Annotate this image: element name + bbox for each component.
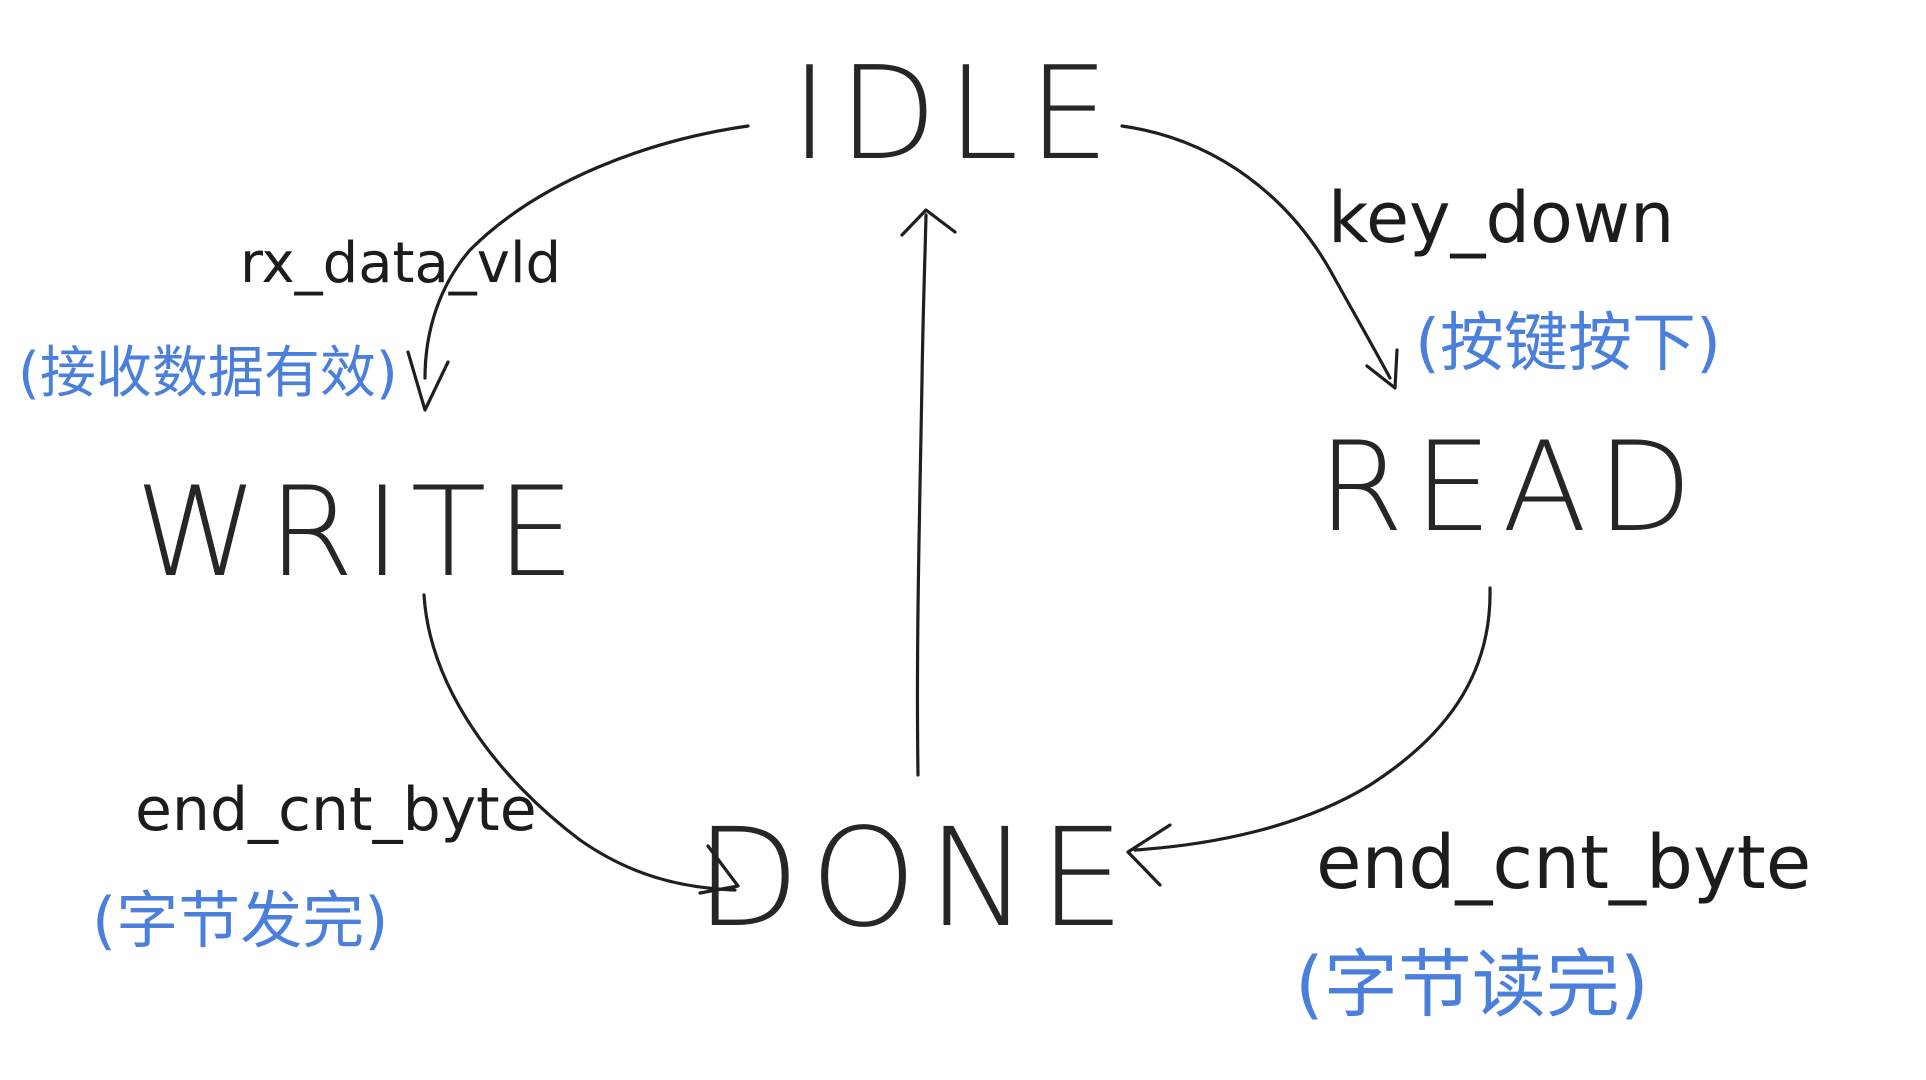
- transition-done-to-idle-arrow: [915, 213, 928, 777]
- state-idle-label: IDLE: [791, 40, 1120, 189]
- transition-write-to-done-note: (字节发完): [92, 884, 388, 957]
- transition-idle-to-write-note: (接收数据有效): [18, 341, 398, 406]
- transition-write-to-done: end_cnt_byte (字节发完): [92, 593, 740, 957]
- transition-idle-to-write-arrow: [423, 124, 750, 380]
- state-write-label: WRITE: [135, 461, 584, 605]
- transition-read-to-done: end_cnt_byte (字节读完): [1126, 586, 1811, 1028]
- transition-done-to-idle: [900, 208, 957, 777]
- transition-read-to-done-arrow: [1133, 586, 1492, 852]
- transition-idle-to-read: key_down (按键按下): [1120, 124, 1721, 390]
- transition-read-to-done-note: (字节读完): [1295, 942, 1649, 1028]
- state-idle: IDLE: [791, 40, 1120, 189]
- state-done: DONE: [695, 800, 1134, 958]
- state-read-label: READ: [1318, 416, 1703, 560]
- transition-idle-to-read-condition: key_down: [1328, 177, 1674, 259]
- state-read: READ: [1318, 416, 1703, 560]
- state-done-label: DONE: [695, 800, 1134, 958]
- transition-write-to-done-condition: end_cnt_byte: [135, 775, 537, 845]
- transition-write-to-done-arrowhead: [698, 844, 740, 895]
- state-write: WRITE: [135, 461, 584, 605]
- transition-read-to-done-arrowhead: [1126, 823, 1172, 887]
- transition-write-to-done-arrow: [422, 593, 737, 892]
- transition-done-to-idle-arrowhead: [900, 208, 957, 237]
- transition-read-to-done-condition: end_cnt_byte: [1316, 820, 1811, 906]
- transition-idle-to-write: rx_data_vld (接收数据有效): [18, 124, 750, 412]
- transition-idle-to-read-note: (按键按下): [1415, 307, 1721, 381]
- transition-idle-to-read-arrowhead: [1365, 348, 1399, 390]
- transition-idle-to-write-arrowhead: [406, 350, 450, 412]
- transition-idle-to-write-condition: rx_data_vld: [240, 231, 561, 296]
- transition-idle-to-read-arrow: [1120, 124, 1392, 380]
